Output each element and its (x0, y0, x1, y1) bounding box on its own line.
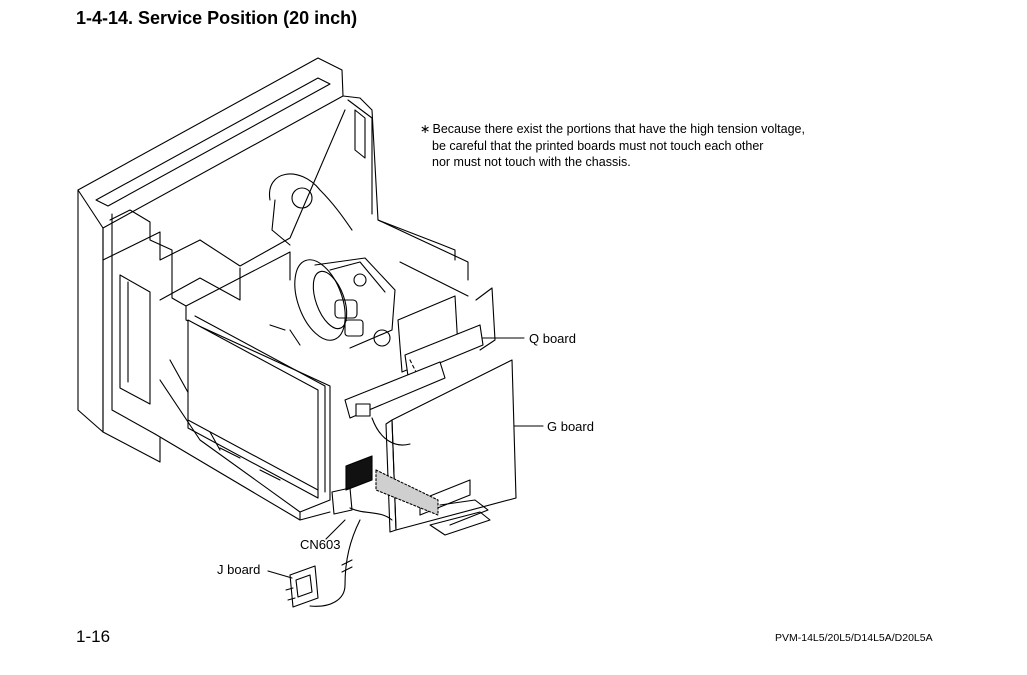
anode-cable (269, 173, 353, 246)
j-board-label: J board (217, 562, 261, 577)
deflection-yoke (269, 257, 396, 349)
asterisk-mark-icon: ∗ (420, 122, 431, 136)
left-circuit-board (187, 315, 326, 499)
note-line-3: nor must not touch with the chassis. (432, 155, 631, 169)
page-number: 1-16 (76, 627, 111, 646)
j-board-cable (309, 487, 393, 607)
note-line-2: be careful that the printed boards must … (432, 138, 764, 153)
caution-note: ∗Because there exist the portions that h… (420, 121, 805, 171)
note-text-1: Because there exist the portions that ha… (432, 122, 805, 136)
g-board-label: G board (547, 419, 594, 434)
leader-lines (267, 337, 544, 579)
cn603-label: CN603 (300, 537, 341, 552)
q-board (397, 287, 496, 387)
page-title: 1-4-14. Service Position (20 inch) (76, 8, 358, 28)
model-number: PVM-14L5/20L5/D14L5A/D20L5A (775, 632, 933, 644)
j-board-connector (285, 565, 319, 608)
cabinet-front-frame (77, 57, 344, 463)
q-board-label: Q board (529, 331, 576, 346)
g-board (344, 359, 517, 536)
note-line-1: ∗Because there exist the portions that h… (420, 121, 805, 138)
